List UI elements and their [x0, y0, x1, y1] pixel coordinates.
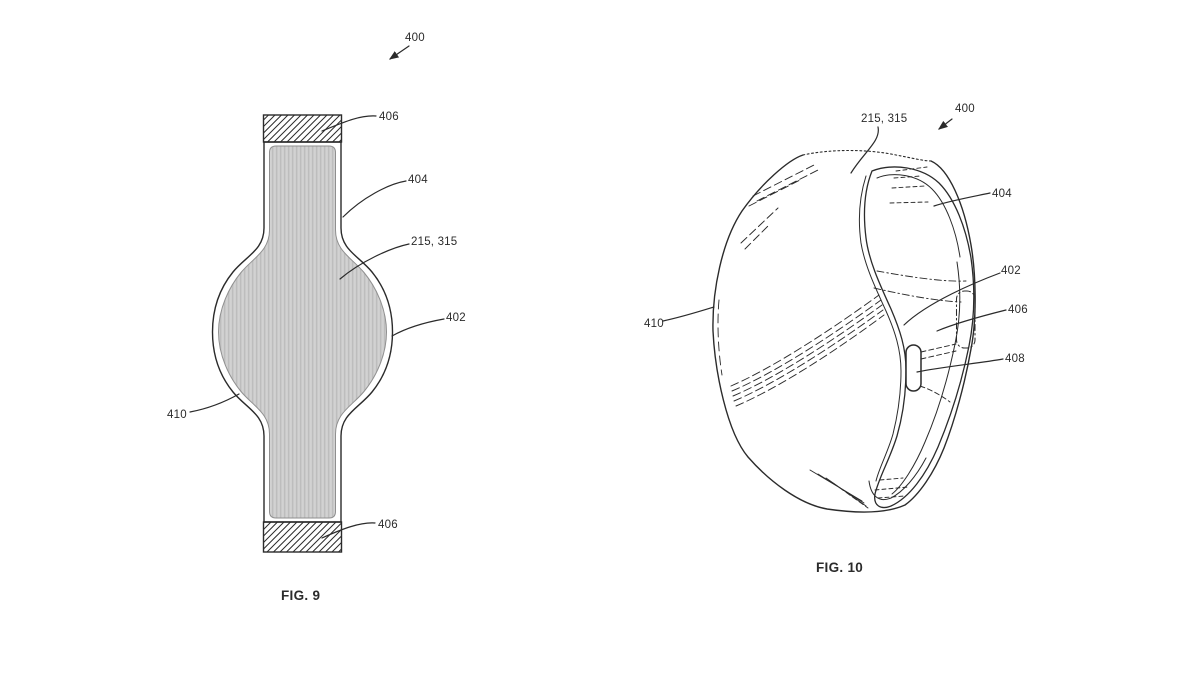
- fig10-rim-inner-line: [876, 174, 961, 258]
- fig9-leader-410: [189, 393, 240, 413]
- fig10-label-406: 406: [1008, 304, 1028, 316]
- fig10-texture-line: [735, 314, 885, 407]
- fig10-crown-hidden-line: [920, 343, 957, 353]
- fig10-label-215-315: 215, 315: [861, 113, 907, 125]
- fig10-leader-410: [662, 306, 715, 322]
- fig9-leader-406-top: [321, 115, 377, 132]
- figure-9: 400 406 404 215, 315 402 410 406 FIG. 9: [167, 32, 466, 603]
- fig10-texture-line: [744, 223, 771, 250]
- fig9-label-404: 404: [408, 174, 428, 186]
- fig10-bottom-fold-line: [832, 482, 869, 509]
- fig10-texture-line: [732, 304, 883, 397]
- fig10-opening-rim: [863, 166, 975, 509]
- fig10-label-400: 400: [955, 103, 975, 115]
- fig10-inner-surface-dash: [889, 201, 929, 204]
- figure-10: 215, 315 400 404 402 406 408 410 FIG. 10: [644, 103, 1028, 575]
- fig10-texture-line: [740, 207, 779, 244]
- fig9-leader-404: [342, 180, 407, 218]
- fig10-label-410: 410: [644, 318, 664, 330]
- fig10-leader-404: [933, 192, 991, 207]
- fig9-leader-406-bottom: [321, 522, 376, 539]
- fig10-inner-surface-dash: [891, 185, 926, 189]
- fig10-inner-surface-dash: [895, 166, 928, 172]
- fig10-crown-hidden-line: [920, 350, 957, 360]
- fig9-label-400: 400: [405, 32, 425, 44]
- fig10-leader-402: [903, 272, 1001, 326]
- fig9-leader-215-315: [339, 243, 410, 280]
- fig9-attachment-hatch-top: [262, 114, 343, 143]
- fig10-inner-surface-dash: [879, 477, 904, 481]
- fig10-side-button: [905, 344, 922, 392]
- fig10-rim-inner-line: [891, 261, 961, 495]
- fig9-label-406-top: 406: [379, 111, 399, 123]
- fig9-ref-400-arrow-icon: [389, 45, 410, 60]
- fig10-inner-surface-dash: [874, 486, 909, 491]
- fig10-texture-line: [731, 299, 882, 392]
- fig10-crown-region-outline: [955, 290, 976, 349]
- fig10-inner-surface-dash: [893, 175, 922, 179]
- fig10-texture-line: [733, 309, 884, 402]
- fig10-ref-400-arrow-icon: [938, 118, 953, 130]
- fig10-crown-hidden-line: [919, 385, 951, 403]
- fig10-texture-line: [748, 179, 801, 207]
- fig9-attachment-hatch-bottom: [262, 521, 343, 553]
- fig10-label-408: 408: [1005, 353, 1025, 365]
- fig10-inner-surface-dash: [877, 495, 906, 499]
- fig10-leader-406: [936, 309, 1007, 332]
- fig10-texture-line: [756, 168, 821, 202]
- fig10-texture-line: [730, 294, 880, 387]
- fig10-inner-surface-dashdot: [876, 270, 967, 282]
- fig9-label-402: 402: [446, 312, 466, 324]
- fig10-rim-inner-line: [868, 457, 927, 501]
- fig10-texture-line: [752, 163, 817, 197]
- fig9-label-215-315: 215, 315: [411, 236, 457, 248]
- fig9-label-410: 410: [167, 409, 187, 421]
- fig10-inner-surface-dashdot: [873, 287, 962, 303]
- fig10-band-top-edge: [802, 149, 932, 162]
- fig10-leader-215-315: [850, 126, 879, 174]
- fig9-leader-402: [391, 318, 445, 337]
- fig9-caption: FIG. 9: [281, 588, 320, 603]
- fig9-label-406-bottom: 406: [378, 519, 398, 531]
- fig10-label-402: 402: [1001, 265, 1021, 277]
- fig9-display-region: [217, 145, 388, 519]
- fig10-band-left-inner-line: [717, 299, 723, 376]
- fig10-caption: FIG. 10: [816, 560, 863, 575]
- fig10-rim-inner-line: [858, 175, 902, 482]
- fig10-label-404: 404: [992, 188, 1012, 200]
- fig10-leader-408: [916, 358, 1004, 373]
